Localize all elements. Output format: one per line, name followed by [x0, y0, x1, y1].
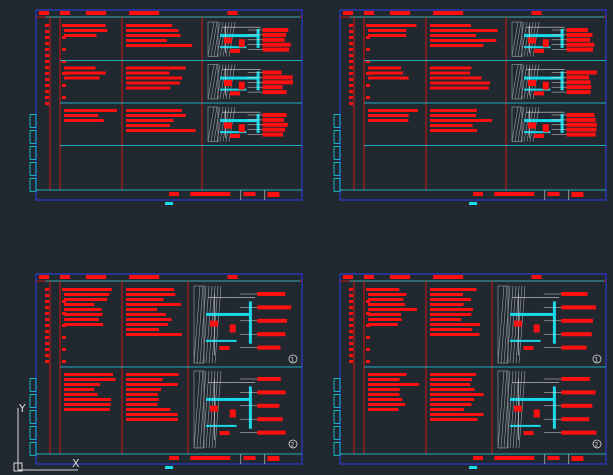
detail-number: 1	[595, 357, 599, 364]
section-detail	[193, 285, 292, 364]
detail-number: 1	[291, 357, 295, 364]
section-detail	[511, 64, 597, 100]
section-detail	[207, 64, 293, 100]
section-detail	[207, 106, 288, 142]
detail-number: 2	[595, 442, 599, 449]
section-detail	[497, 285, 596, 364]
section-detail	[193, 370, 286, 449]
sheet-top-right[interactable]	[333, 9, 607, 205]
sheet-bottom-left[interactable]: 12	[29, 273, 303, 469]
section-detail	[207, 21, 291, 57]
ucs-axis-icon: Y X	[13, 402, 80, 472]
detail-number: 2	[291, 442, 295, 449]
section-detail	[511, 106, 597, 142]
section-detail	[511, 21, 595, 57]
detail-number-marker	[288, 354, 298, 364]
ucs-y-label: Y	[18, 402, 26, 415]
sheet-bottom-right[interactable]: 12	[333, 273, 607, 469]
detail-number-marker	[592, 354, 602, 364]
detail-number-marker	[288, 439, 298, 449]
sheet-top-left[interactable]	[29, 9, 303, 205]
section-detail	[497, 370, 597, 449]
ucs-x-label: X	[72, 457, 80, 470]
detail-number-marker	[592, 439, 602, 449]
